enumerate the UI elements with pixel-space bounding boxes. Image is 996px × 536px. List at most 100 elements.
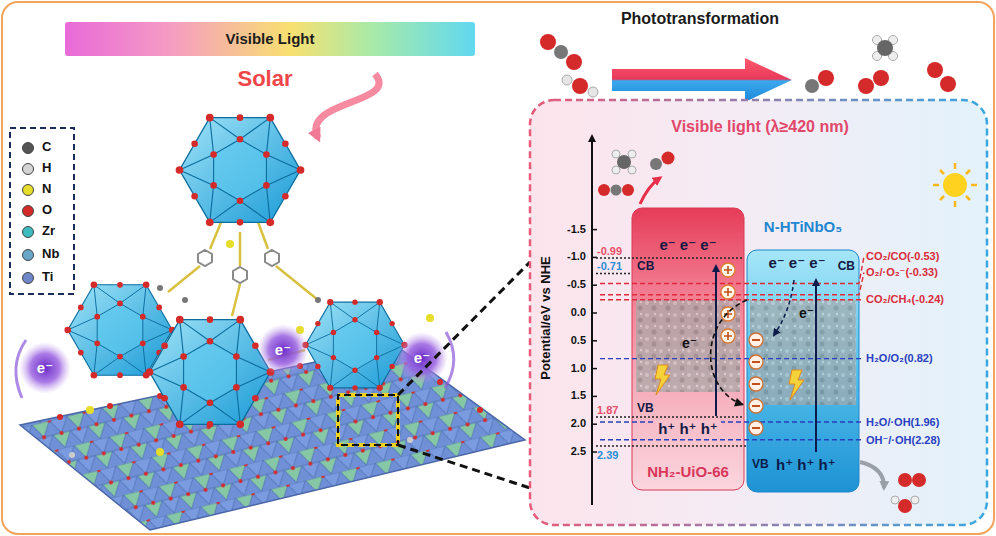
electron-transfer-path xyxy=(711,300,747,405)
node-text: VB xyxy=(752,458,769,472)
atom-dots xyxy=(182,297,188,303)
node-text: CB xyxy=(838,260,855,274)
label: H₂O/O₂(0.82) xyxy=(866,352,933,365)
charge-symbols xyxy=(724,266,732,340)
zr-cluster xyxy=(302,299,407,391)
edge-label: e⁻ xyxy=(682,335,697,351)
molecule-icons xyxy=(598,184,610,196)
sun-icon xyxy=(940,170,944,174)
label: OH⁻/·OH(2.28) xyxy=(866,434,940,447)
molecule-icons xyxy=(598,150,926,513)
zoom-callout xyxy=(338,395,398,445)
label: 1.0 xyxy=(571,362,586,375)
label: -1.0 xyxy=(567,250,586,263)
label: 1.5 xyxy=(571,389,586,402)
band-diagram-panel: Visible light (λ≥420 nm)e⁻ e⁻ e⁻CBVBh⁺ h… xyxy=(530,100,987,525)
label: H₂O/·OH(1.96) xyxy=(866,416,939,429)
linker-chains xyxy=(168,220,222,292)
zoom-callout xyxy=(398,445,530,488)
legend-swatch xyxy=(22,226,34,238)
sun-icon xyxy=(954,163,957,169)
zoom-callout xyxy=(338,395,398,445)
atom-dots xyxy=(226,240,234,248)
electron-glow xyxy=(445,332,454,388)
atom-dots xyxy=(407,437,413,443)
legend-text: O xyxy=(42,203,52,218)
product-molecules xyxy=(940,76,956,92)
potential-lines xyxy=(596,416,744,417)
legend-frame xyxy=(10,128,74,294)
label: CO₂/CH₄(-0.24) xyxy=(866,293,944,306)
potential-lines xyxy=(596,258,747,446)
product-molecules xyxy=(805,36,956,95)
lightning-bolt xyxy=(789,370,804,400)
node-text: NH₂-UiO-66 xyxy=(647,463,729,480)
potential-lines xyxy=(600,358,862,359)
axis xyxy=(592,136,597,505)
molecule-icons xyxy=(611,185,622,196)
atom-dots xyxy=(156,448,164,456)
label: 2.5 xyxy=(571,445,586,458)
label: e⁻ xyxy=(414,349,430,366)
label: 1.87 xyxy=(597,404,618,417)
molecule-icons xyxy=(898,499,912,513)
light-bar: Visible Light xyxy=(65,22,475,56)
node-text: VB xyxy=(637,402,654,416)
axis xyxy=(592,230,597,452)
legend-swatch xyxy=(22,272,34,284)
node-text: CB xyxy=(637,260,654,274)
atom-dots xyxy=(426,314,434,322)
product-molecules xyxy=(873,70,889,86)
charge-symbols xyxy=(752,340,760,428)
semiconductor-bodies xyxy=(632,208,859,492)
semiconductor-box: N-HTiNbO₅e⁻ e⁻ e⁻CBVBh⁺ h⁺ h⁺ xyxy=(747,215,859,492)
legend-swatch xyxy=(22,205,34,217)
electron-glow xyxy=(19,342,71,394)
excitation-arrows xyxy=(774,280,794,335)
charge-symbols xyxy=(721,263,735,343)
perovskite-slab xyxy=(107,403,113,409)
electron-glow xyxy=(396,332,448,384)
node-text: e⁻ e⁻ e⁻ xyxy=(768,254,825,271)
molecule-icons xyxy=(650,158,662,170)
molecule-icons xyxy=(898,473,912,487)
product-molecules xyxy=(927,62,943,78)
molecule-icons xyxy=(622,184,634,196)
electron-transfer-arrow xyxy=(711,300,747,406)
sunlight-arrow xyxy=(316,74,379,138)
reactant-molecules xyxy=(588,87,598,97)
molecule-icons xyxy=(628,166,636,174)
atom-dots xyxy=(157,285,163,291)
axis xyxy=(591,136,593,505)
reactant-molecules xyxy=(540,34,598,97)
molecule-icons xyxy=(617,155,631,169)
product-molecules xyxy=(877,40,893,56)
legend-text: Zr xyxy=(42,224,55,239)
charge-symbols xyxy=(721,263,763,435)
sun-icon xyxy=(943,173,967,197)
label: Phototransformation xyxy=(621,10,779,28)
axis xyxy=(592,229,597,231)
molecule-icons xyxy=(612,150,620,158)
excitation-arrows xyxy=(815,280,817,452)
electron-glow xyxy=(257,324,309,376)
atom-dots xyxy=(69,240,434,458)
benzene-rings xyxy=(265,250,279,266)
node-heading: Visible Light xyxy=(226,30,315,47)
perovskite-slab xyxy=(437,379,443,385)
potential-lines xyxy=(596,257,744,258)
molecule-icons xyxy=(891,496,899,504)
arrowhead xyxy=(734,398,744,407)
band-panel-outline xyxy=(530,100,987,525)
molecule-icons xyxy=(860,462,884,488)
label: Potential/eV vs NHE xyxy=(539,256,554,380)
product-molecules xyxy=(858,78,874,94)
sun-icon xyxy=(940,196,944,200)
atom-dots xyxy=(86,406,94,414)
legend-text: C xyxy=(42,140,51,155)
zoom-callout xyxy=(398,262,530,395)
atom-dots xyxy=(315,297,321,303)
legend-text: N xyxy=(42,182,51,197)
zr-cluster xyxy=(146,316,275,428)
label: CO₂/CO(-0.53) xyxy=(866,250,939,263)
